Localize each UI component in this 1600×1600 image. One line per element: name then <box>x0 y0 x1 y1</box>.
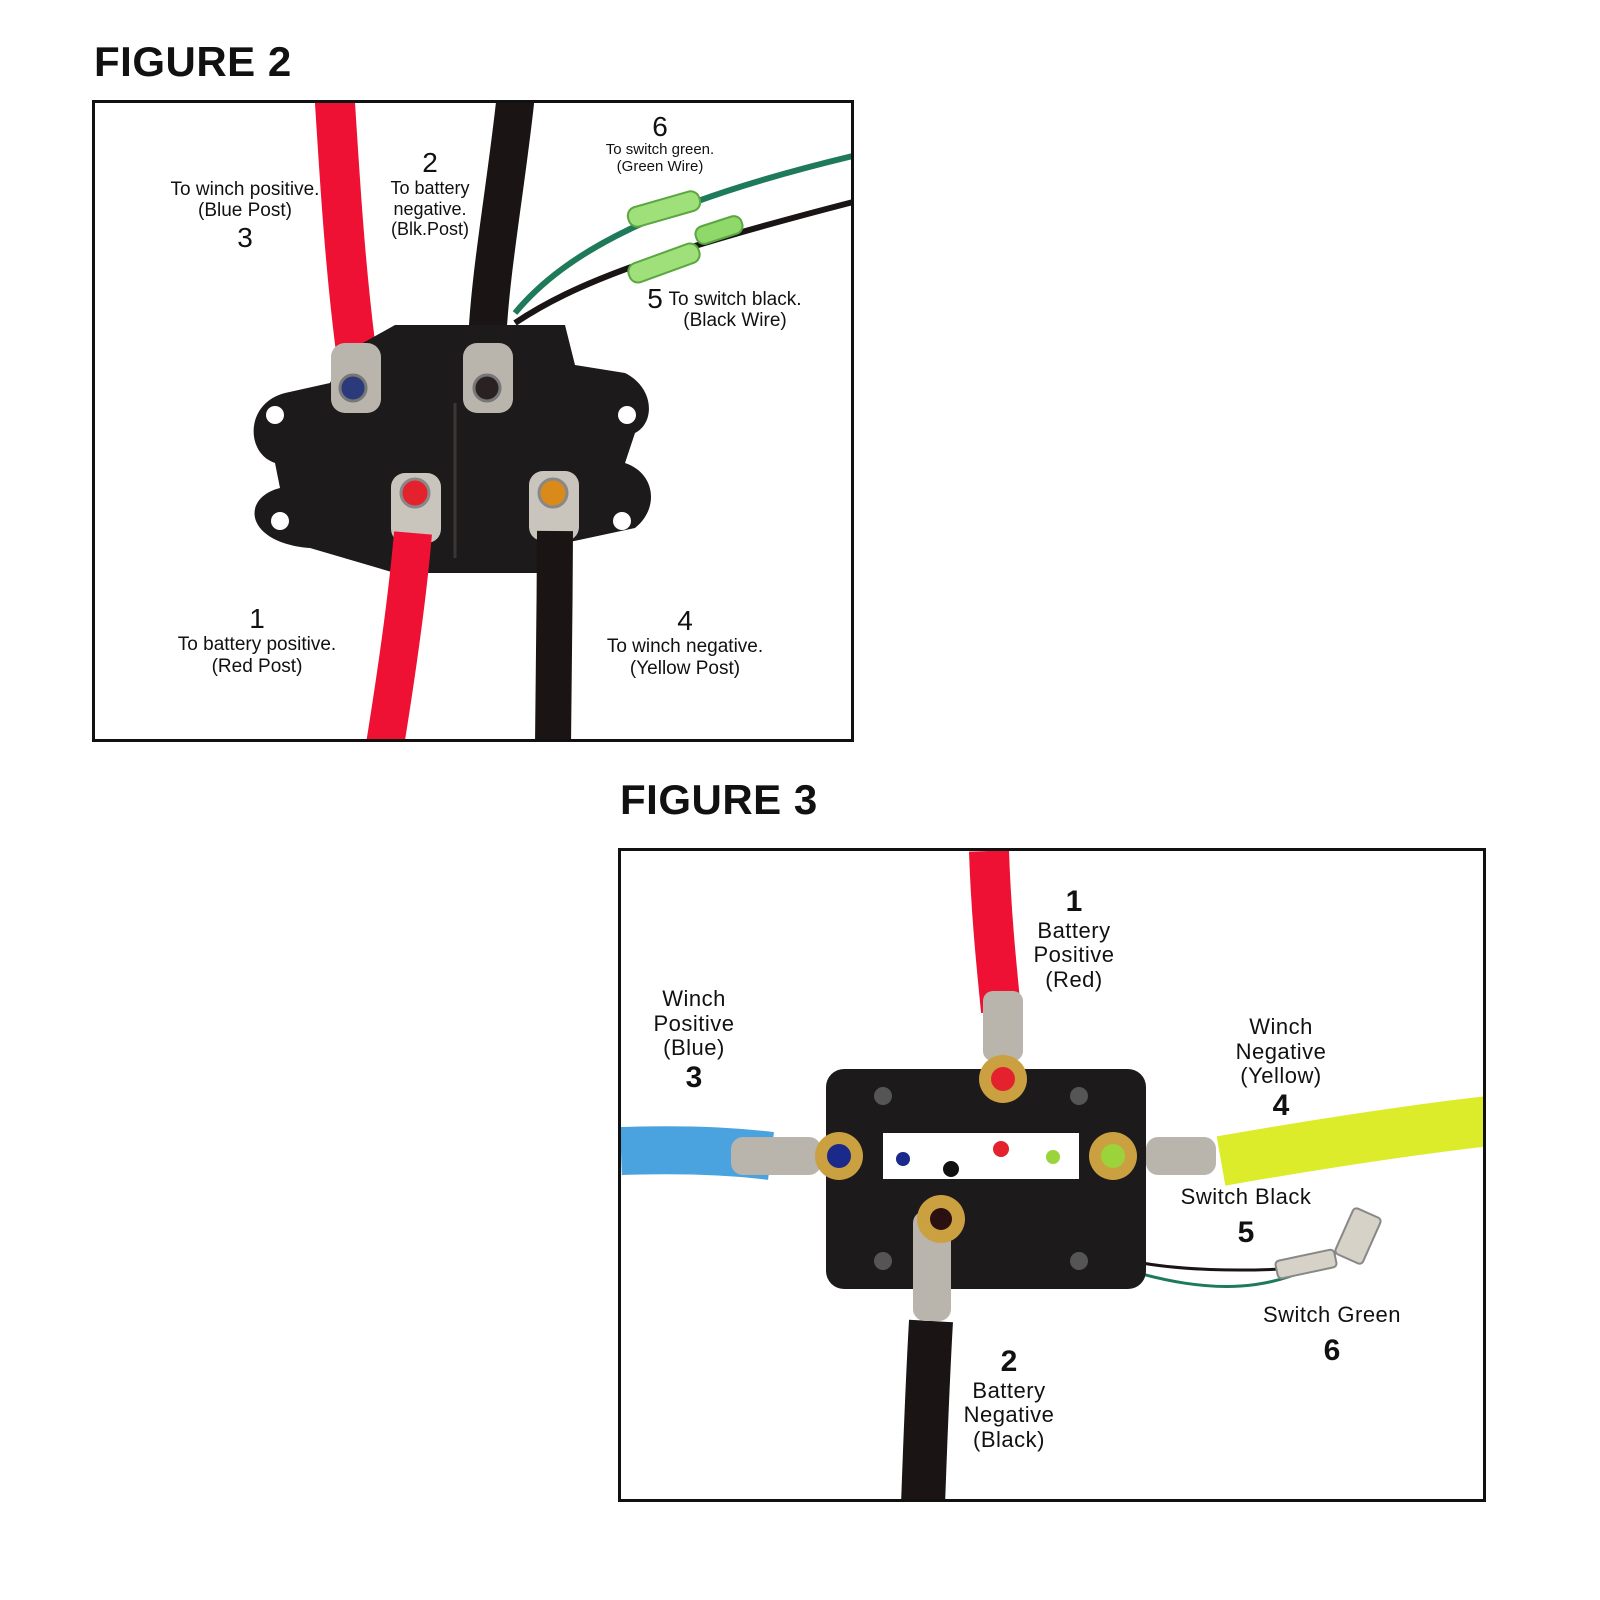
green-connector-lower <box>627 242 701 284</box>
switch-black-terminal <box>1274 1248 1338 1280</box>
black-post <box>472 373 502 403</box>
red-wire-bottom <box>366 531 432 739</box>
figure-2-title: FIGURE 2 <box>94 38 292 85</box>
green-connector-upper <box>626 190 702 228</box>
label-winch-negative: Winch Negative (Yellow) 4 <box>1235 1014 1327 1122</box>
green-switch-wire <box>512 153 851 315</box>
lug-red-post <box>983 991 1023 1061</box>
label-battery-positive: 1 To battery positive. (Red Post) <box>177 603 337 677</box>
black-wire-top <box>468 103 534 362</box>
switch-green-terminal <box>1334 1207 1382 1265</box>
red-wire-top <box>969 851 1021 1013</box>
green-dot <box>1046 1150 1060 1164</box>
lug-blue-post <box>731 1137 821 1175</box>
label-switch-black-number: 5 <box>647 283 663 314</box>
red-wire-top <box>315 103 375 363</box>
label-battery-negative: 2 Battery Negative (Black) <box>963 1345 1055 1452</box>
label-switch-black: To switch black. (Black Wire) <box>668 289 802 332</box>
label-winch-negative: 4 To winch negative. (Yellow Post) <box>606 605 764 679</box>
black-wire-bottom <box>535 530 573 739</box>
figure-3-solenoid-photo <box>621 851 1483 1499</box>
mounting-hole <box>271 512 289 530</box>
mounting-hole <box>613 512 631 530</box>
label-winch-positive: Winch Positive (Blue) 3 <box>653 986 735 1094</box>
black-dot <box>943 1161 959 1177</box>
mounting-hole <box>266 406 284 424</box>
label-switch-green: 6 To switch green. (Green Wire) <box>605 111 715 176</box>
blue-dot <box>896 1152 910 1166</box>
figure-2-solenoid-photo <box>253 103 851 739</box>
figure-3-title: FIGURE 3 <box>620 776 818 823</box>
label-switch-green: Switch Green 6 <box>1262 1302 1402 1367</box>
mounting-hole <box>618 406 636 424</box>
label-winch-positive: To winch positive. (Blue Post) 3 <box>170 179 320 253</box>
red-dot <box>993 1141 1009 1157</box>
red-post <box>399 477 431 509</box>
label-battery-positive: 1 Battery Positive (Red) <box>1033 885 1115 992</box>
black-wire-bottom <box>901 1319 953 1499</box>
blue-post <box>338 373 368 403</box>
label-switch-black: Switch Black 5 <box>1180 1184 1312 1249</box>
switch-black-wire <box>1130 1259 1282 1272</box>
yellow-wire <box>1216 1096 1483 1186</box>
figure-3-frame: 1 Battery Positive (Red) Winch Positive … <box>618 848 1486 1502</box>
figure-2-frame: To winch positive. (Blue Post) 3 2 To ba… <box>92 100 854 742</box>
solenoid-body <box>253 325 652 573</box>
label-battery-negative: 2 To battery negative. (Blk.Post) <box>390 147 470 239</box>
green-connector-upper-2 <box>694 215 744 245</box>
yellow-post <box>537 477 569 509</box>
lug-yellow-post <box>1146 1137 1216 1175</box>
